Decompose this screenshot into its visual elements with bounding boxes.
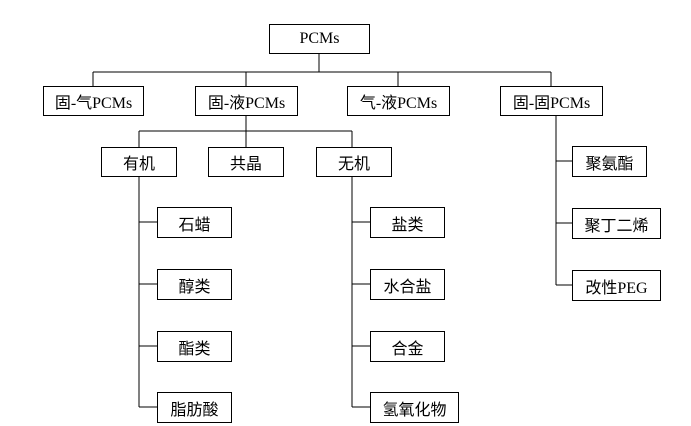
leaf-hydrated-salts: 水合盐 (370, 269, 445, 300)
subcategory-eutectic: 共晶 (208, 147, 284, 177)
category-gas-liquid: 气-液PCMs (347, 86, 450, 116)
leaf-esters: 酯类 (157, 331, 232, 362)
root-node-pcms: PCMs (269, 24, 370, 54)
leaf-modified-peg: 改性PEG (572, 270, 661, 301)
subcategory-inorganic: 无机 (316, 147, 392, 177)
category-solid-liquid: 固-液PCMs (195, 86, 298, 116)
leaf-hydroxides: 氢氧化物 (370, 392, 459, 423)
leaf-fatty-acids: 脂肪酸 (157, 392, 232, 423)
leaf-alloys: 合金 (370, 331, 445, 362)
leaf-polyurethane: 聚氨酯 (572, 146, 647, 177)
subcategory-organic: 有机 (101, 147, 177, 177)
leaf-alcohols: 醇类 (157, 269, 232, 300)
leaf-paraffin: 石蜡 (157, 207, 232, 238)
leaf-polybutadiene: 聚丁二烯 (572, 208, 661, 239)
category-solid-solid: 固-固PCMs (500, 86, 603, 116)
leaf-salts: 盐类 (370, 207, 445, 238)
category-solid-gas: 固-气PCMs (43, 86, 144, 116)
